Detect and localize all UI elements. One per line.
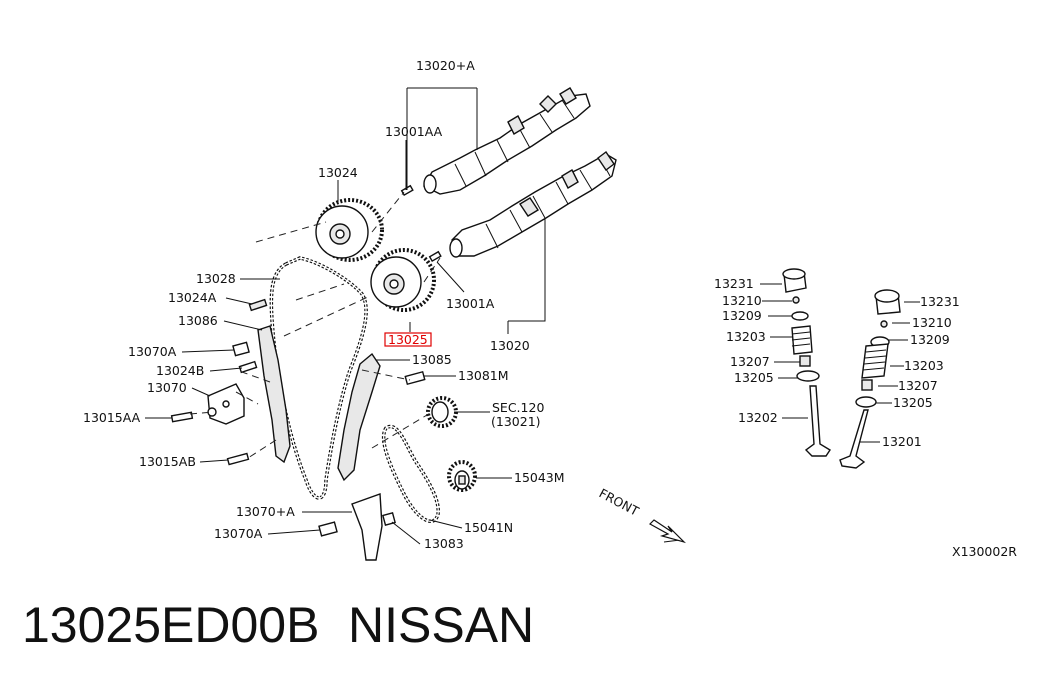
label-13203-left: 13203 — [726, 329, 766, 344]
label-15043M: 15043M — [514, 470, 565, 485]
label-13020A: 13020+A — [416, 58, 475, 73]
slack-guide — [257, 325, 291, 464]
label-13207-right: 13207 — [898, 378, 938, 393]
crank-sprocket — [426, 396, 458, 428]
timing-chain — [269, 256, 368, 500]
label-13205-right: 13205 — [893, 395, 933, 410]
label-13024B: 13024B — [156, 363, 204, 378]
label-13201: 13201 — [882, 434, 922, 449]
sprocket-13025 — [370, 248, 436, 312]
label-13070PA: 13070+A — [236, 504, 295, 519]
valve-train-intake — [839, 289, 901, 469]
brand-name: NISSAN — [348, 597, 535, 653]
label-13015AA: 13015AA — [83, 410, 141, 425]
bolts — [170, 298, 426, 537]
part-labels: 13020+A 13001AA 13024 13028 13024A 13086… — [83, 58, 1017, 559]
label-13028: 13028 — [196, 271, 236, 286]
part-number: 13025ED00B — [22, 597, 320, 653]
label-13210-right: 13210 — [912, 315, 952, 330]
label-13015AB: 13015AB — [139, 454, 196, 469]
chain-tensioner — [207, 383, 245, 425]
label-13231-left: 13231 — [714, 276, 754, 291]
valve-train-exhaust — [782, 268, 831, 457]
label-13202: 13202 — [738, 410, 778, 425]
label-13209-left: 13209 — [722, 308, 762, 323]
label-13070A-lower: 13070A — [214, 526, 263, 541]
leader-lines — [145, 87, 920, 545]
label-13020: 13020 — [490, 338, 530, 353]
label-13001AA: 13001AA — [385, 124, 443, 139]
tension-guide — [337, 352, 381, 482]
upper-camshaft — [423, 87, 591, 195]
label-13231-right: 13231 — [920, 294, 960, 309]
oil-pump-sprocket — [447, 460, 477, 492]
label-15041N: 15041N — [464, 520, 513, 535]
label-13207-left: 13207 — [730, 354, 770, 369]
label-sec-120-sub: (13021) — [491, 414, 541, 429]
oil-pump-chain — [381, 424, 440, 523]
front-arrow — [649, 519, 687, 544]
label-13083: 13083 — [424, 536, 464, 551]
label-13209-right: 13209 — [910, 332, 950, 347]
label-13024: 13024 — [318, 165, 358, 180]
sprocket-13024 — [315, 198, 384, 262]
assembly-dash-lines — [189, 191, 441, 459]
label-13203-right: 13203 — [904, 358, 944, 373]
label-13085: 13085 — [412, 352, 452, 367]
label-13086: 13086 — [178, 313, 218, 328]
lower-camshaft — [449, 150, 617, 258]
label-13210-left: 13210 — [722, 293, 762, 308]
label-13070A: 13070A — [128, 344, 177, 359]
diagram-code: X130002R — [952, 544, 1017, 559]
label-sec-120: SEC.120 — [492, 400, 544, 415]
label-13205-left: 13205 — [734, 370, 774, 385]
dowel-pin-lower — [428, 250, 442, 263]
highlight-box-13025 — [384, 332, 432, 347]
label-13025-highlighted: 13025 — [388, 332, 428, 347]
oil-pump-tensioner — [351, 493, 383, 561]
label-13001A: 13001A — [446, 296, 495, 311]
label-13070: 13070 — [147, 380, 187, 395]
label-13081M: 13081M — [458, 368, 509, 383]
label-13024A: 13024A — [168, 290, 217, 305]
front-label: FRONT — [597, 485, 642, 518]
